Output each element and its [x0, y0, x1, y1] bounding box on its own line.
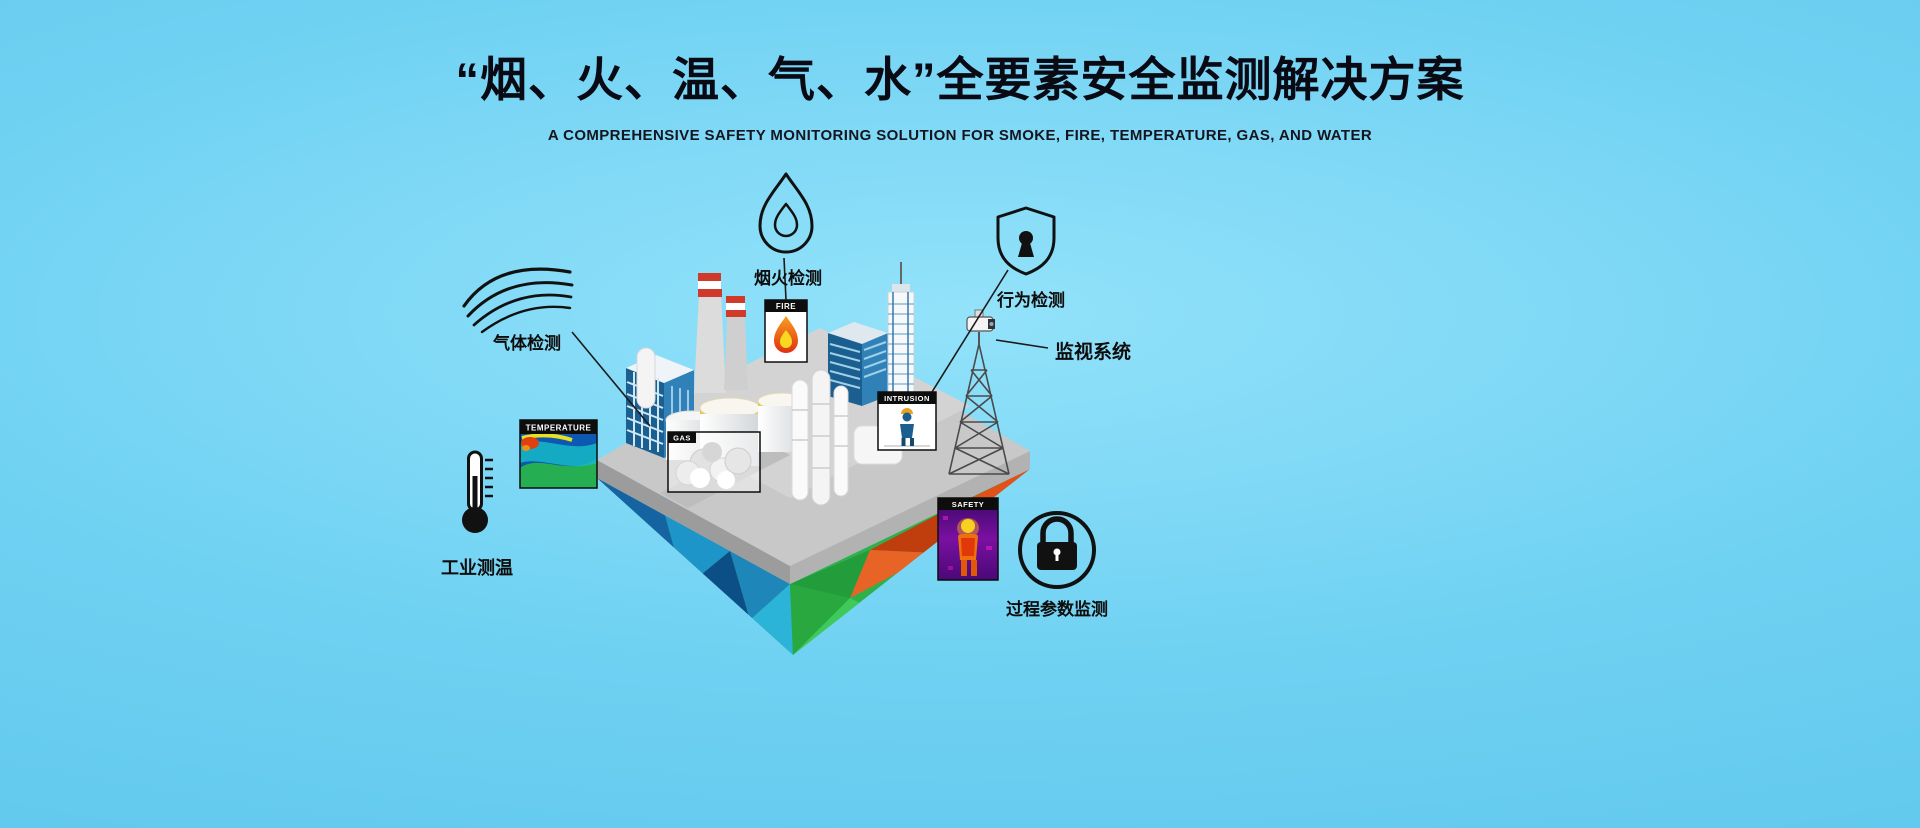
ptz-camera-icon — [966, 309, 995, 344]
tag-gas-label: GAS — [673, 434, 691, 443]
tag-intrusion-label: INTRUSION — [884, 394, 930, 403]
striped-chimneys — [694, 273, 748, 393]
thermometer-icon — [462, 450, 493, 533]
distillation-columns — [791, 369, 903, 506]
tag-safety: SAFETY — [937, 497, 999, 581]
callout-label-behavior-detection: 行为检测 — [997, 291, 1065, 310]
callout-label-gas-detection: 气体检测 — [493, 334, 561, 353]
callout-label-process-parameter-monitoring: 过程参数监测 — [1006, 600, 1108, 619]
tag-temperature-label: TEMPERATURE — [526, 424, 592, 433]
tag-safety-label: SAFETY — [952, 500, 985, 509]
tag-fire: FIRE — [764, 299, 808, 363]
tag-intrusion: INTRUSION — [877, 391, 937, 451]
lattice-tower — [948, 343, 1010, 475]
shield-keyhole-icon — [996, 206, 1056, 276]
callout-label-industrial-temperature: 工业测温 — [441, 558, 513, 578]
tag-gas: GAS — [667, 431, 761, 493]
isometric-scene-illustration: TEMPERATURE FIRE GAS — [462, 172, 1096, 655]
tag-fire-label: FIRE — [776, 302, 796, 311]
connector-waves-to-plant — [571, 331, 651, 427]
callout-label-smoke-fire-detection: 烟火检测 — [754, 269, 822, 288]
connector-label-to-camera — [995, 339, 1049, 349]
flame-outline-icon — [758, 172, 814, 254]
white-process-tower — [887, 262, 915, 403]
tag-temperature: TEMPERATURE — [519, 419, 598, 489]
connector-lines — [571, 257, 1049, 427]
connector-flame-to-fire — [783, 257, 787, 301]
page-subtitle: A COMPREHENSIVE SAFETY MONITORING SOLUTI… — [547, 127, 1373, 144]
gas-waves-icon — [462, 267, 574, 334]
connector-shield-to-intrusion — [931, 269, 1009, 393]
callout-label-surveillance-system: 监视系统 — [1055, 342, 1132, 363]
white-stack — [636, 347, 656, 409]
page-title: “烟、火、温、气、水”全要素安全监测解决方案 — [455, 53, 1465, 106]
lock-circle-icon — [1018, 511, 1096, 589]
